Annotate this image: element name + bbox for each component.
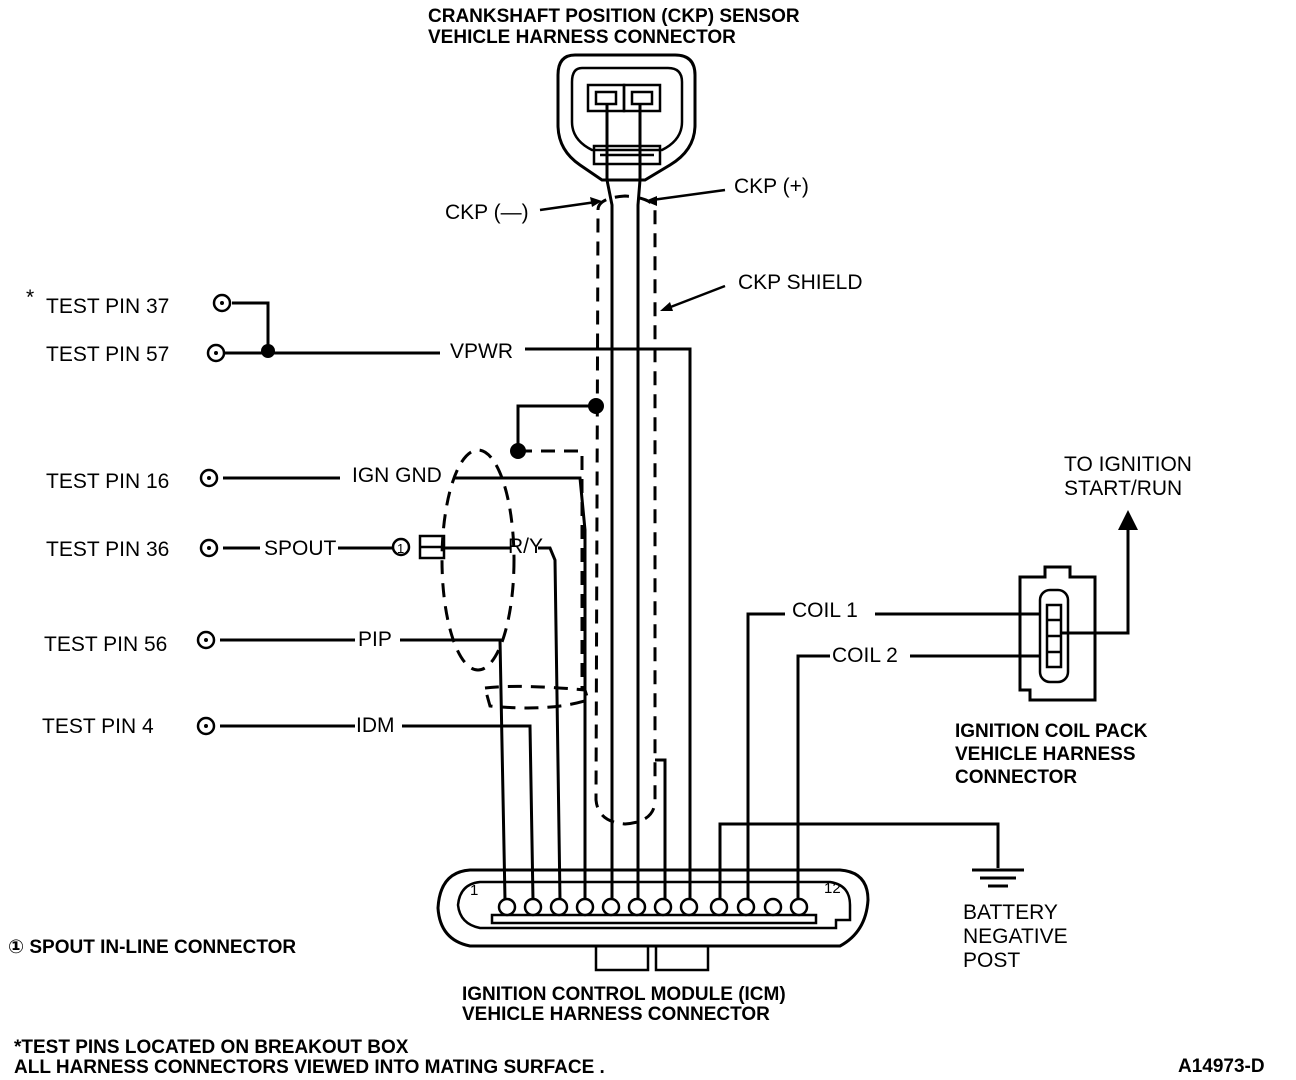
icm-connector: 1 12 — [436, 868, 870, 972]
ign-gnd-label: IGN GND — [352, 464, 442, 487]
ckp-title-line2: VEHICLE HARNESS CONNECTOR — [428, 27, 736, 48]
ckp-label-arrows — [539, 188, 726, 311]
ignition-label-line1: TO IGNITION — [1064, 453, 1192, 476]
icm-title-line1: IGNITION CONTROL MODULE (ICM) — [462, 984, 786, 1005]
pip-label: PIP — [358, 628, 392, 651]
test-pin-37-label: TEST PIN 37 — [46, 295, 169, 318]
test-pin-57-label: TEST PIN 57 — [46, 343, 169, 366]
coil-1-label: COIL 1 — [792, 599, 858, 622]
coil-pack-title-line1: IGNITION COIL PACK — [955, 721, 1148, 742]
test-pin-16-label: TEST PIN 16 — [46, 470, 169, 493]
test-pin-36-label: TEST PIN 36 — [46, 538, 169, 561]
battery-label-line1: BATTERY — [963, 901, 1058, 924]
ckp-minus-wire — [605, 104, 614, 900]
coil-pack-connector — [1018, 565, 1097, 702]
ckp-title-line1: CRANKSHAFT POSITION (CKP) SENSOR — [428, 6, 800, 27]
ckp-connector — [556, 53, 697, 182]
coil-pack-title-line3: CONNECTOR — [955, 767, 1077, 788]
ckp-minus-label: CKP (—) — [445, 201, 529, 224]
icm-title-line2: VEHICLE HARNESS CONNECTOR — [462, 1004, 770, 1025]
idm-label: IDM — [356, 714, 395, 737]
ckp-shield — [594, 194, 657, 826]
ckp-plus-wire — [636, 104, 642, 900]
test-pin-37-asterisk: * — [26, 286, 34, 309]
ckp-shield-label: CKP SHIELD — [738, 271, 863, 294]
ckp-plus-label: CKP (+) — [734, 175, 809, 198]
ignition-label-line2: START/RUN — [1064, 477, 1182, 500]
spout-label: SPOUT — [264, 537, 337, 560]
ry-label: R/Y — [508, 535, 543, 558]
coil-pack-title-line2: VEHICLE HARNESS — [955, 744, 1136, 765]
test-pin-56-label: TEST PIN 56 — [44, 633, 167, 656]
test-pin-4-label: TEST PIN 4 — [42, 715, 154, 738]
icm-pin-12-label: 12 — [824, 880, 841, 897]
footnote-line1: *TEST PINS LOCATED ON BREAKOUT BOX — [14, 1037, 409, 1058]
footnote-line2: ALL HARNESS CONNECTORS VIEWED INTO MATIN… — [14, 1057, 605, 1078]
icm-pin-1-label: 1 — [470, 882, 478, 899]
icm-pins — [497, 897, 809, 917]
vpwr-label: VPWR — [450, 340, 513, 363]
spout-legend: ① SPOUT IN-LINE CONNECTOR — [8, 937, 296, 958]
battery-label-line3: POST — [963, 949, 1020, 972]
figure-id: A14973-D — [1178, 1056, 1265, 1077]
battery-label-line2: NEGATIVE — [963, 925, 1068, 948]
svg-text:1: 1 — [397, 541, 404, 556]
coil-2-label: COIL 2 — [832, 644, 898, 667]
